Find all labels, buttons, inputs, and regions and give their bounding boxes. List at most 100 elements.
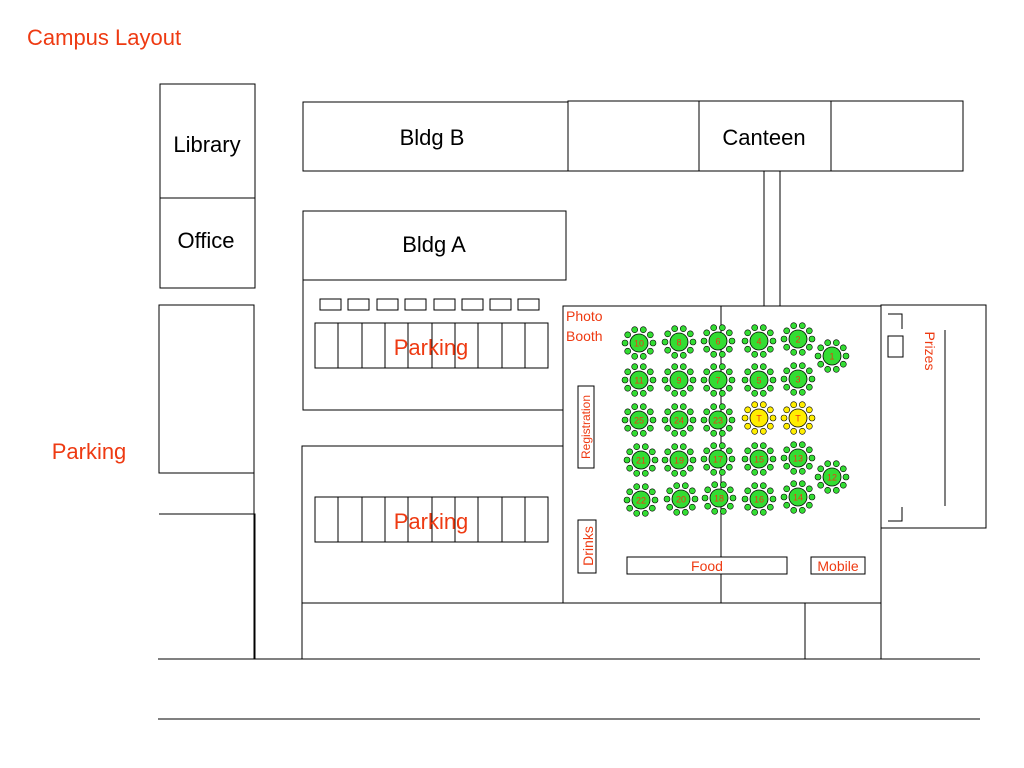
chair xyxy=(646,384,654,392)
table-16[interactable]: 16 xyxy=(741,482,777,516)
table-top xyxy=(709,488,729,508)
chair xyxy=(633,483,641,491)
table-5[interactable]: 5 xyxy=(741,363,777,397)
table-9[interactable]: 9 xyxy=(661,363,697,397)
chair xyxy=(832,339,840,347)
chair xyxy=(703,384,711,392)
food-label: Food xyxy=(691,558,723,574)
table-T[interactable]: T xyxy=(780,401,816,435)
table-15[interactable]: 15 xyxy=(741,442,777,476)
table-18[interactable]: 18 xyxy=(701,481,737,515)
table-19[interactable]: 19 xyxy=(661,443,697,477)
table-23[interactable]: 23 xyxy=(700,403,736,437)
chair xyxy=(790,467,798,475)
canteen-building[interactable] xyxy=(698,100,832,172)
chair xyxy=(664,384,672,392)
chair xyxy=(639,352,647,360)
chair xyxy=(725,463,733,471)
chair xyxy=(621,416,629,424)
chair xyxy=(798,506,806,514)
table-number: 17 xyxy=(713,455,723,465)
table-8[interactable]: 8 xyxy=(661,325,697,359)
table-17[interactable]: 17 xyxy=(700,442,736,476)
chair xyxy=(691,495,699,503)
bldg-a-label: Bldg A xyxy=(402,232,466,257)
chair xyxy=(780,335,788,343)
bldg-b[interactable] xyxy=(302,101,569,172)
registration-desk[interactable] xyxy=(577,385,595,469)
chair xyxy=(710,442,718,450)
chair xyxy=(661,416,669,424)
chair xyxy=(766,384,774,392)
table-22[interactable]: 22 xyxy=(623,483,659,517)
table-13[interactable]: 13 xyxy=(780,441,816,475)
parking-stalls-upper xyxy=(314,322,549,369)
table-24[interactable]: 24 xyxy=(661,403,697,437)
chair xyxy=(626,448,634,456)
chair xyxy=(686,384,694,392)
table-top xyxy=(629,333,649,353)
chair xyxy=(671,443,679,451)
table-number: 24 xyxy=(674,416,684,426)
drinks-counter[interactable] xyxy=(577,519,597,574)
chair xyxy=(686,408,694,416)
chair xyxy=(631,363,639,371)
chair xyxy=(790,348,798,356)
chair xyxy=(766,329,774,337)
chair xyxy=(664,408,672,416)
chair xyxy=(679,363,687,371)
table-top xyxy=(749,370,769,390)
chair xyxy=(646,331,654,339)
table-number: 2 xyxy=(795,335,800,345)
table-T[interactable]: T xyxy=(741,401,777,435)
table-number: 19 xyxy=(674,456,684,466)
table-6[interactable]: 6 xyxy=(700,324,736,358)
table-21[interactable]: 21 xyxy=(623,443,659,477)
table-number: 5 xyxy=(756,376,761,386)
table-3[interactable]: 3 xyxy=(780,362,816,396)
table-2[interactable]: 2 xyxy=(780,322,816,356)
table-7[interactable]: 7 xyxy=(700,363,736,397)
table-20[interactable]: 20 xyxy=(663,482,699,516)
office-building[interactable] xyxy=(159,197,256,289)
chair xyxy=(751,442,759,450)
table-top xyxy=(629,370,649,390)
chair xyxy=(842,352,850,360)
library-building[interactable] xyxy=(159,83,256,199)
chair xyxy=(626,504,634,512)
table-12[interactable]: 12 xyxy=(814,460,850,494)
table-1[interactable]: 1 xyxy=(814,339,850,373)
left-parking-lower-outline xyxy=(159,513,256,659)
drinks-label: Drinks xyxy=(580,526,596,566)
food-counter[interactable] xyxy=(626,556,788,575)
chair xyxy=(805,327,813,335)
chair xyxy=(686,368,694,376)
chair xyxy=(633,509,641,517)
chair xyxy=(790,480,798,488)
table-4[interactable]: 4 xyxy=(741,324,777,358)
prizes-bracket-bottom xyxy=(888,507,903,522)
chair xyxy=(759,427,767,435)
lower-parking-outline xyxy=(301,445,563,659)
chair xyxy=(664,424,672,432)
mobile-booth[interactable] xyxy=(810,556,866,575)
chair xyxy=(639,363,647,371)
chair xyxy=(759,468,767,476)
chair xyxy=(759,363,767,371)
chair xyxy=(741,495,749,503)
chair xyxy=(805,462,813,470)
table-top xyxy=(749,489,769,509)
bldg-a[interactable] xyxy=(302,210,567,281)
chair xyxy=(824,486,832,494)
table-25[interactable]: 25 xyxy=(621,403,657,437)
chair xyxy=(631,352,639,360)
chair xyxy=(666,487,674,495)
chair xyxy=(805,446,813,454)
table-10[interactable]: 10 xyxy=(621,326,657,360)
canteen-corridor xyxy=(763,170,781,307)
table-14[interactable]: 14 xyxy=(780,480,816,514)
table-11[interactable]: 11 xyxy=(621,363,657,397)
registration-label: Registration xyxy=(579,395,593,459)
table-number: 22 xyxy=(636,496,646,506)
